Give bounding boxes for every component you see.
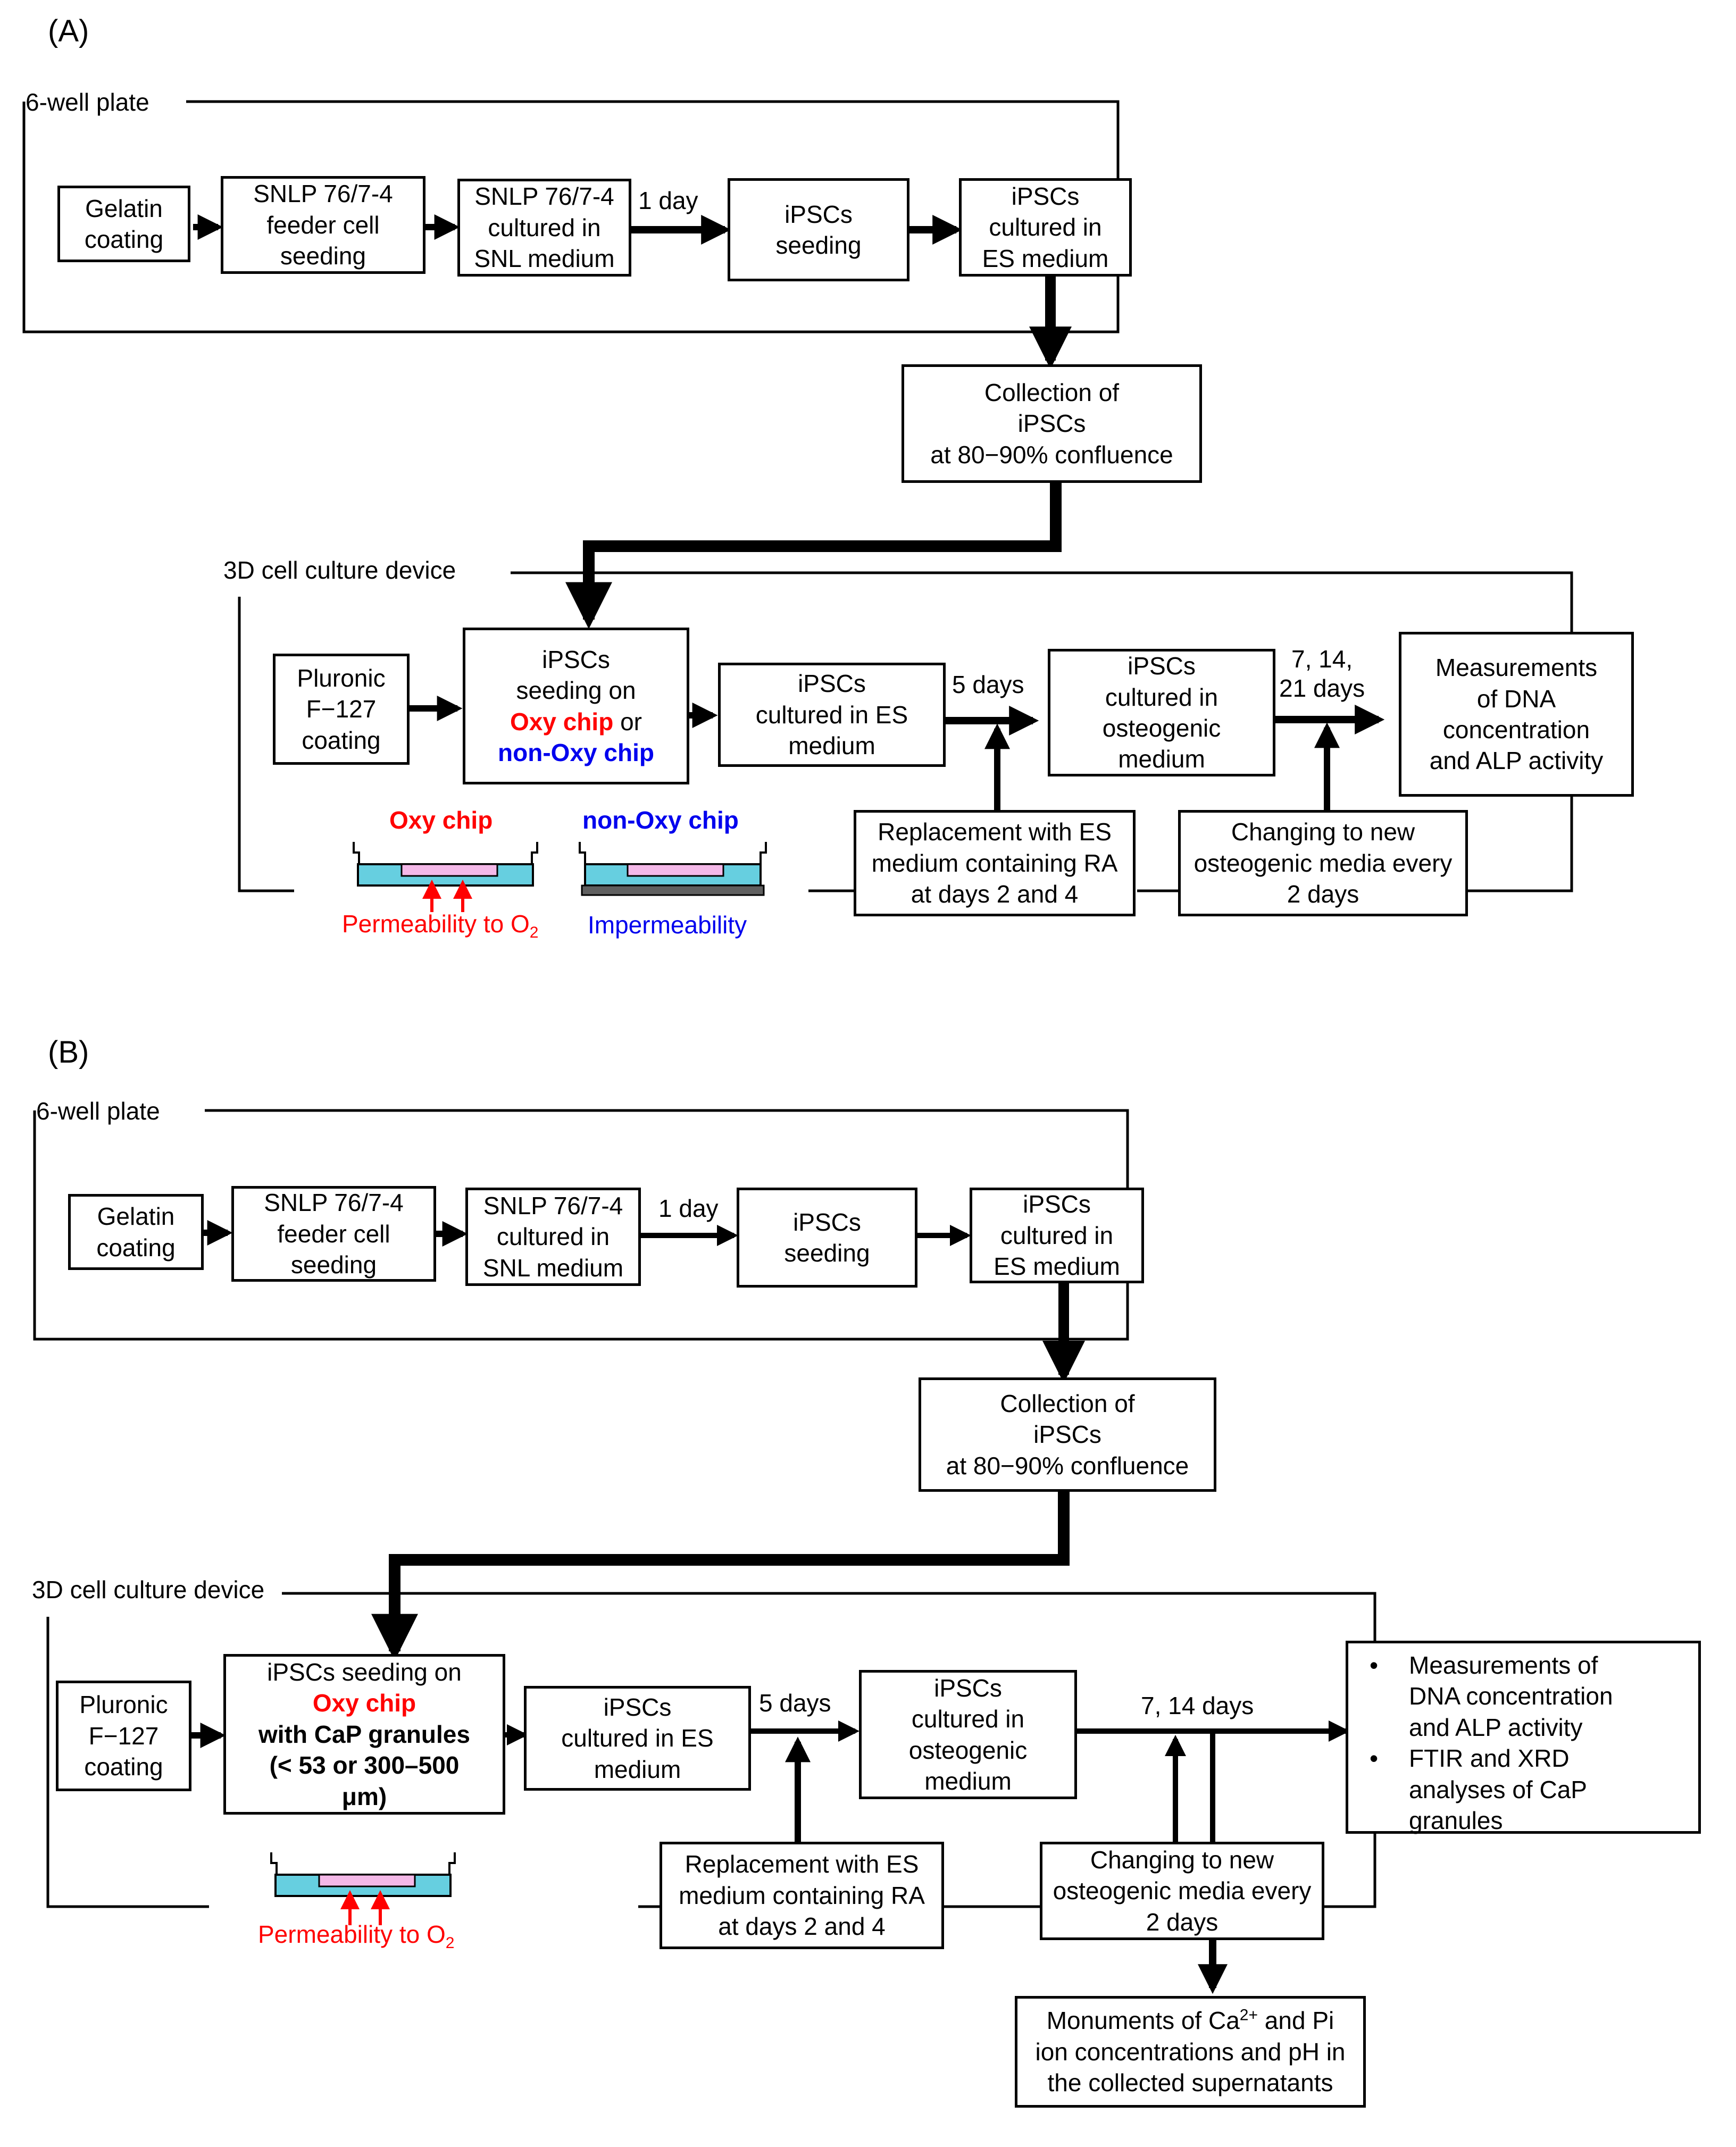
- one-day-label-b: 1 day: [658, 1194, 719, 1222]
- permeability-sub-b: 2: [445, 1934, 455, 1952]
- arrows-a: [193, 214, 1385, 810]
- changing-box-a: Changing to new osteogenic media every 2…: [1178, 810, 1468, 916]
- snlp-cultured-box-a: SNLP 76/7-4 cultured in SNL medium: [457, 179, 631, 277]
- five-days-label-a: 5 days: [952, 671, 1024, 698]
- pluronic-text-b: Pluronic F−127 coating: [79, 1691, 168, 1781]
- ipsc-es2-text: iPSCs cultured in ES medium: [755, 670, 908, 760]
- measurements-text: Measurements of DNA concentration and AL…: [1429, 654, 1604, 775]
- permeability-text-a: Permeability to O: [342, 910, 530, 938]
- ipsc-es-text-b: iPSCs cultured in ES medium: [994, 1190, 1120, 1281]
- group-label-6well-a: 6-well plate: [26, 88, 155, 118]
- monuments-pre: Monuments of Ca: [1046, 2007, 1240, 2035]
- ipsc-es-box-a: iPSCs cultured in ES medium: [959, 178, 1132, 277]
- seeding-on-text-b: iPSCs seeding on: [267, 1658, 462, 1686]
- gelatin-coating-text-b: Gelatin coating: [96, 1202, 176, 1262]
- group-outline-b1: [33, 1109, 1129, 1341]
- replacement-text-b: Replacement with ES medium containing RA…: [679, 1850, 925, 1941]
- changing-text: Changing to new osteogenic media every 2…: [1194, 818, 1453, 908]
- collection-box-a: Collection of iPSCs at 80−90% confluence: [902, 364, 1202, 483]
- oxy-chip-text-b: Oxy chip: [312, 1689, 416, 1717]
- gelatin-coating-box-a: Gelatin coating: [57, 186, 190, 262]
- snlp-seeding-box-a: SNLP 76/7-4 feeder cell seeding: [221, 176, 425, 274]
- days-7-14-label: 7, 14 days: [1141, 1692, 1254, 1719]
- ipsc-seeding-box-a: iPSCs seeding: [728, 178, 909, 281]
- monuments-post: and Pi ion concentrations and pH in the …: [1035, 2007, 1346, 2097]
- snlp-cultured-text: SNLP 76/7-4 cultured in SNL medium: [474, 182, 615, 273]
- oxy-chip-title-a: Oxy chip: [389, 806, 493, 834]
- measurement-item-1-text: Measurements of DNA concentration and AL…: [1409, 1651, 1613, 1741]
- snlp-cultured-box-b: SNLP 76/7-4 cultured in SNL medium: [465, 1188, 641, 1286]
- five-days-label-b: 5 days: [759, 1689, 831, 1717]
- monuments-sup: 2+: [1239, 2007, 1258, 2025]
- or-text: or: [613, 707, 642, 736]
- nonoxy-chip-title-a: non-Oxy chip: [582, 806, 739, 834]
- gelatin-coating-box-b: Gelatin coating: [68, 1194, 204, 1270]
- measurements-box-a: Measurements of DNA concentration and AL…: [1399, 632, 1634, 797]
- group-label-3d-b: 3D cell culture device: [32, 1575, 270, 1605]
- seeding-on-text: iPSCs seeding on: [516, 645, 636, 705]
- ipsc-seeding-text: iPSCs seeding: [775, 200, 862, 259]
- days-7-14-21-label: 7, 14, 21 days: [1279, 645, 1365, 703]
- ipsc-osteo-text-b: iPSCs cultured in osteogenic medium: [908, 1674, 1028, 1795]
- snlp-seeding-text: SNLP 76/7-4 feeder cell seeding: [253, 180, 393, 270]
- pluronic-box-a: Pluronic F−127 coating: [273, 654, 410, 765]
- impermeability-label-a: Impermeability: [588, 911, 747, 939]
- pluronic-text: Pluronic F−127 coating: [297, 664, 386, 754]
- nonoxy-chip-illustration-a: [579, 842, 767, 896]
- nonoxy-chip-text: non-Oxy chip: [498, 738, 654, 766]
- replacement-box-b: Replacement with ES medium containing RA…: [660, 1842, 944, 1949]
- one-day-label-a: 1 day: [638, 187, 698, 214]
- gelatin-coating-text: Gelatin coating: [84, 194, 164, 253]
- oxy-chip-illustration-a: [353, 842, 538, 912]
- replacement-box-a: Replacement with ES medium containing RA…: [854, 810, 1136, 916]
- panel-label-a: (A): [48, 14, 89, 48]
- monuments-box-b: Monuments of Ca2+ and Pi ion concentrati…: [1015, 1996, 1366, 2108]
- permeability-label-a: Permeability to O2: [342, 909, 538, 942]
- snlp-seeding-box-b: SNLP 76/7-4 feeder cell seeding: [231, 1186, 436, 1282]
- ipsc-es-box-b: iPSCs cultured in ES medium: [970, 1188, 1144, 1283]
- bullet-1: •: [1370, 1651, 1379, 1679]
- ipsc-es2-box-a: iPSCs cultured in ES medium: [718, 663, 946, 767]
- group-label-3d-a: 3D cell culture device: [223, 556, 462, 586]
- group-outline-b2: [46, 1592, 1376, 1908]
- replacement-text: Replacement with ES medium containing RA…: [871, 818, 1118, 908]
- changing-box-b: Changing to new osteogenic media every 2…: [1040, 1842, 1324, 1940]
- snlp-cultured-text-b: SNLP 76/7-4 cultured in SNL medium: [482, 1191, 624, 1282]
- ipsc-osteo-box-a: iPSCs cultured in osteogenic medium: [1048, 649, 1275, 776]
- seeding-chip-box-b: iPSCs seeding on Oxy chip with CaP granu…: [223, 1654, 505, 1815]
- ipsc-es2-text-b: iPSCs cultured in ES medium: [561, 1693, 714, 1783]
- seeding-chip-box-a: iPSCs seeding on Oxy chip or non-Oxy chi…: [463, 628, 689, 784]
- panel-label-b: (B): [48, 1035, 89, 1070]
- arrows-b: [191, 1220, 1350, 1994]
- ipsc-es-text: iPSCs cultured in ES medium: [982, 182, 1109, 272]
- ipsc-osteo-box-b: iPSCs cultured in osteogenic medium: [859, 1670, 1077, 1799]
- pluronic-box-b: Pluronic F−127 coating: [56, 1681, 191, 1791]
- measurement-item-2: • FTIR and XRD analyses of CaP granules: [1370, 1743, 1688, 1836]
- measurements-box-b: • Measurements of DNA concentration and A…: [1346, 1641, 1701, 1834]
- collection-box-b: Collection of iPSCs at 80−90% confluence: [919, 1377, 1216, 1492]
- ipsc-seeding-text-b: iPSCs seeding: [784, 1208, 870, 1267]
- oxy-chip-text: Oxy chip: [510, 707, 614, 736]
- group-outline-a1: [22, 100, 1120, 333]
- collection-text: Collection of iPSCs at 80−90% confluence: [930, 378, 1173, 469]
- ipsc-seeding-box-b: iPSCs seeding: [737, 1188, 917, 1288]
- bullet-2: •: [1370, 1744, 1379, 1773]
- oxy-chip-illustration-b: [270, 1852, 456, 1925]
- permeability-sub-a: 2: [529, 924, 539, 942]
- changing-text-b: Changing to new osteogenic media every 2…: [1053, 1845, 1312, 1936]
- ipsc-osteo-text: iPSCs cultured in osteogenic medium: [1102, 652, 1221, 773]
- collection-text-b: Collection of iPSCs at 80−90% confluence: [946, 1389, 1189, 1480]
- group-label-6well-b: 6-well plate: [36, 1097, 165, 1126]
- cap-granules-text: with CaP granules (< 53 or 300–500 μm): [258, 1720, 470, 1810]
- measurement-item-2-text: FTIR and XRD analyses of CaP granules: [1409, 1744, 1587, 1835]
- permeability-text-b: Permeability to O: [258, 1920, 446, 1948]
- permeability-label-b: Permeability to O2: [258, 1920, 454, 1953]
- measurement-item-1: • Measurements of DNA concentration and A…: [1370, 1650, 1688, 1743]
- snlp-seeding-text-b: SNLP 76/7-4 feeder cell seeding: [264, 1189, 404, 1279]
- monuments-text: Monuments of Ca2+ and Pi ion concentrati…: [1035, 2005, 1345, 2098]
- ipsc-es2-box-b: iPSCs cultured in ES medium: [524, 1686, 751, 1791]
